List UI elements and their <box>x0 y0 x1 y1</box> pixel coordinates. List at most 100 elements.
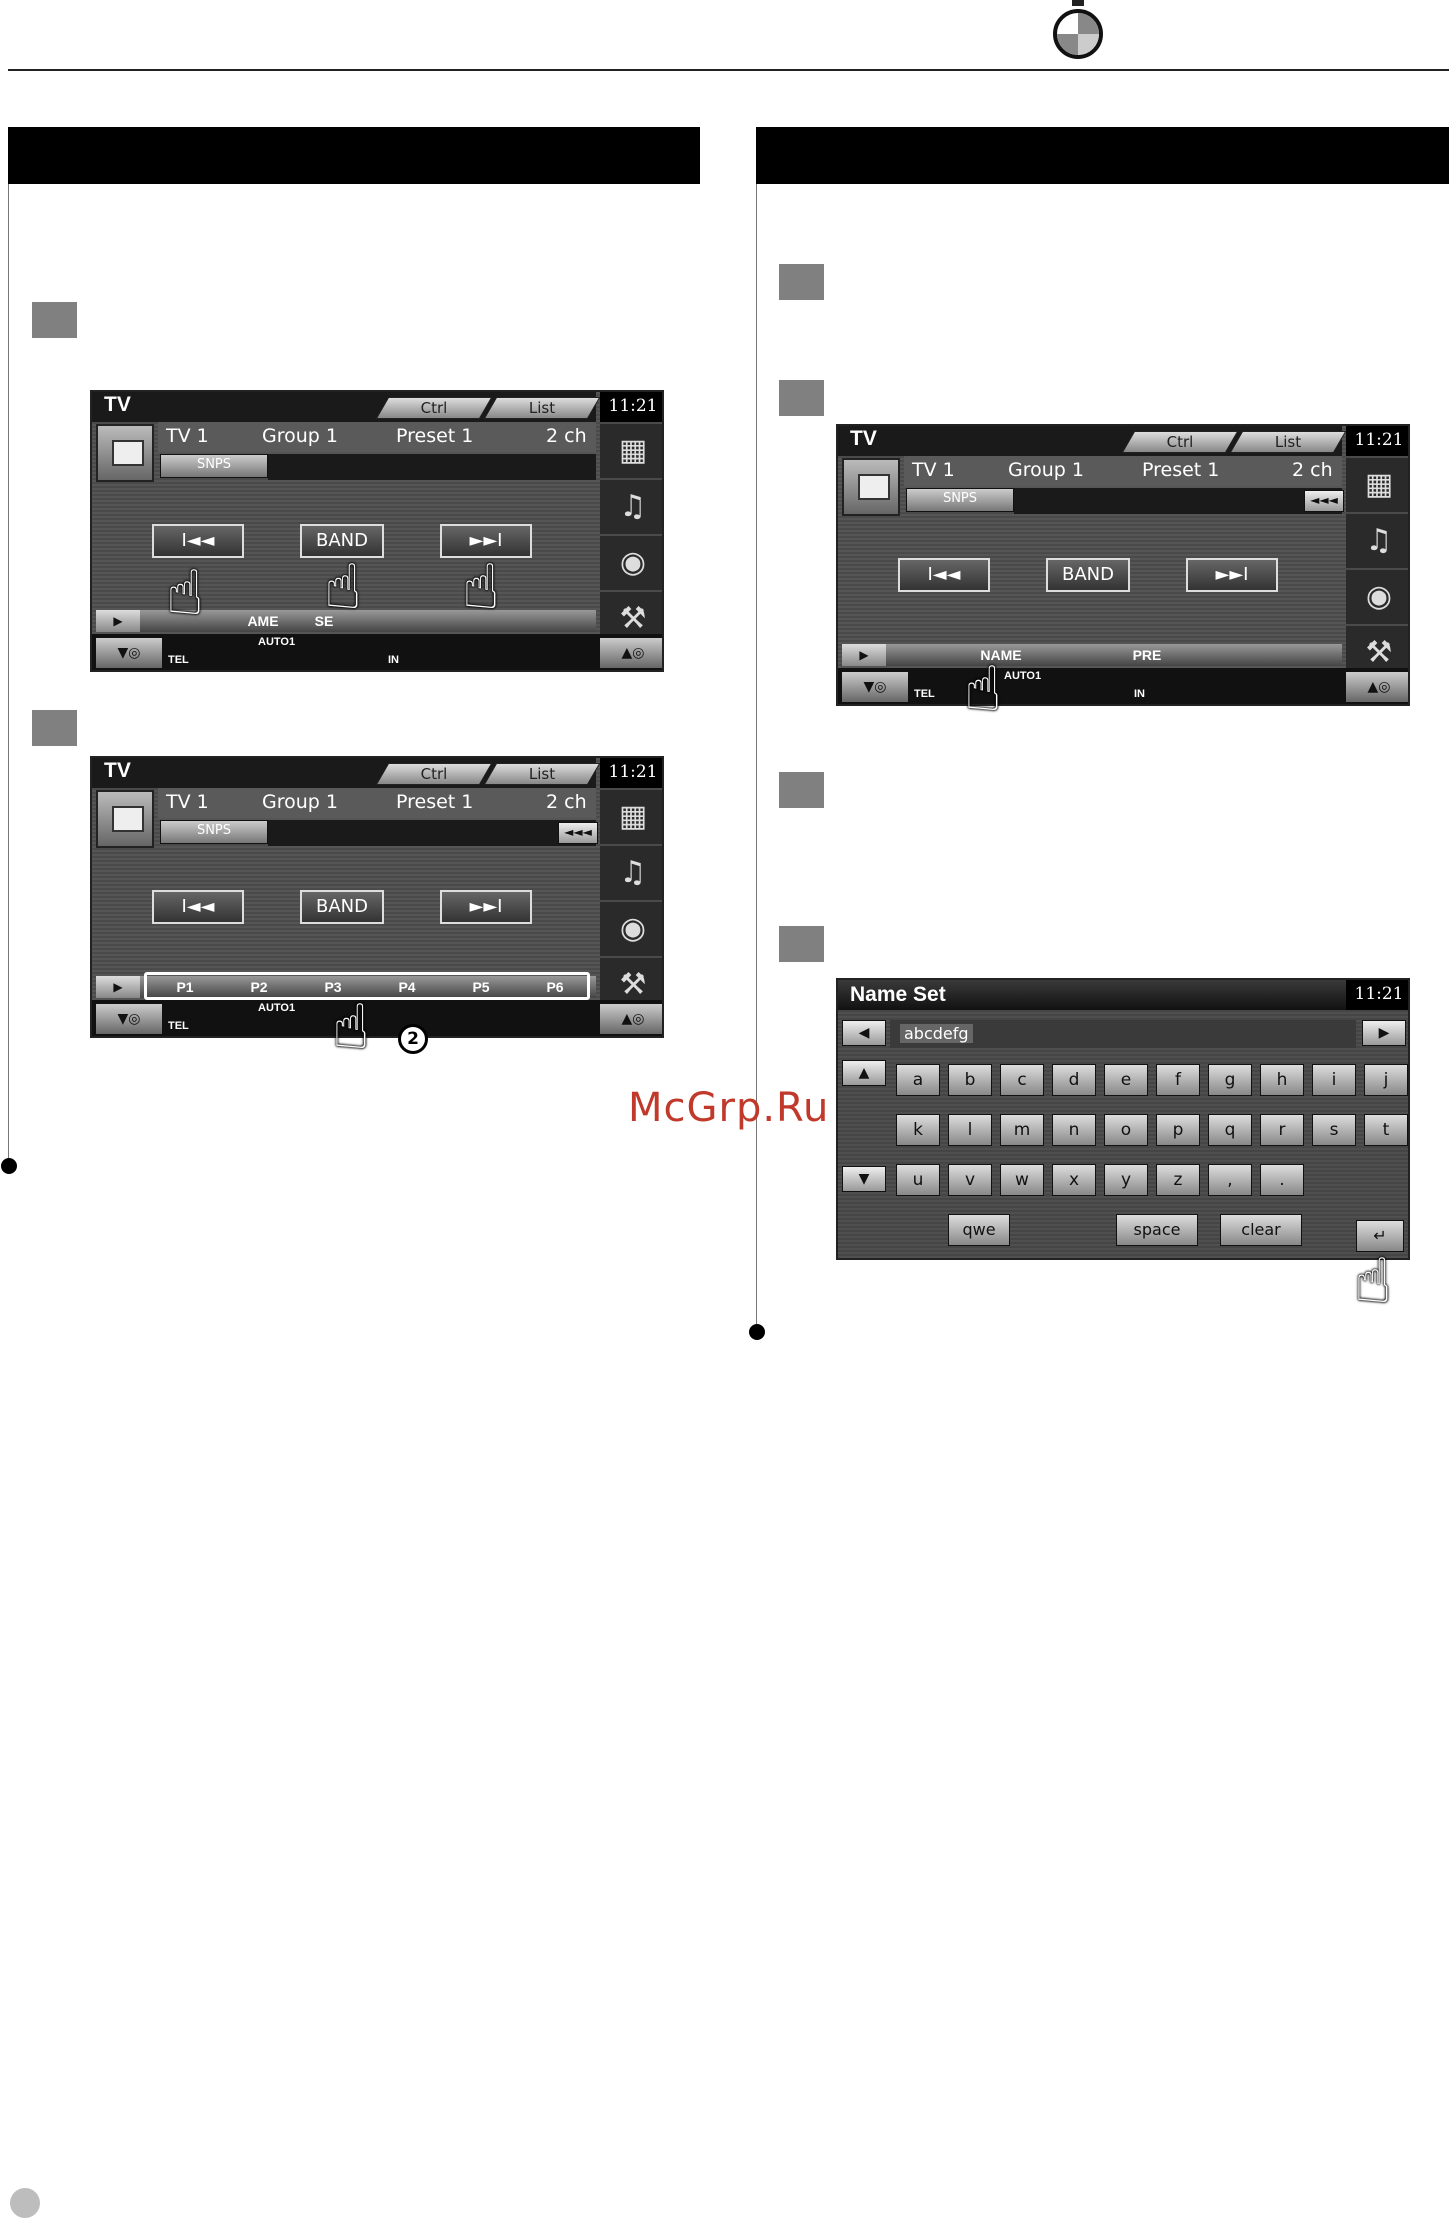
key[interactable]: . <box>1260 1164 1304 1196</box>
key[interactable]: e <box>1104 1064 1148 1096</box>
band-button[interactable]: BAND <box>300 524 384 558</box>
enter-return-icon[interactable]: ↵ <box>1356 1220 1404 1252</box>
left-section-rule <box>8 184 9 1164</box>
key[interactable]: d <box>1052 1064 1096 1096</box>
pre-button[interactable]: PRE <box>1132 647 1162 663</box>
scroll-up-button[interactable]: ▲◎ <box>600 638 662 668</box>
func-item[interactable]: SE <box>314 613 334 629</box>
speaker-icon[interactable]: ◉ <box>600 536 662 590</box>
clock: 11:21 <box>1346 426 1408 456</box>
key[interactable]: s <box>1312 1114 1356 1146</box>
menu-grid-icon[interactable]: ▦ <box>600 790 662 844</box>
key[interactable]: r <box>1260 1114 1304 1146</box>
func-item[interactable]: AME <box>247 613 279 629</box>
key[interactable]: v <box>948 1164 992 1196</box>
preset-p3[interactable]: P3 <box>324 979 342 995</box>
preset-p5[interactable]: P5 <box>472 979 490 995</box>
prev-button[interactable]: I◄◄ <box>152 524 244 558</box>
key[interactable]: o <box>1104 1114 1148 1146</box>
key[interactable]: h <box>1260 1064 1304 1096</box>
tab-ctrl[interactable]: Ctrl <box>375 397 493 419</box>
play-icon[interactable]: ▶ <box>96 610 140 632</box>
music-icon[interactable]: ♫ <box>600 480 662 534</box>
qwe-button[interactable]: qwe <box>948 1214 1010 1246</box>
clear-button[interactable]: clear <box>1220 1214 1302 1246</box>
preset-p6[interactable]: P6 <box>546 979 564 995</box>
band-button[interactable]: BAND <box>1046 558 1130 592</box>
right-section-header <box>756 127 1449 184</box>
rewind-button[interactable]: ◄◄◄ <box>558 822 598 844</box>
clock: 11:21 <box>600 758 662 788</box>
menu-grid-icon[interactable]: ▦ <box>600 424 662 478</box>
tel-label: TEL <box>168 1020 189 1032</box>
prev-button[interactable]: I◄◄ <box>898 558 990 592</box>
name-input[interactable]: abcdefg <box>890 1020 1356 1048</box>
touch-hand-icon: ☝ <box>324 550 362 623</box>
scroll-up-button[interactable]: ▲◎ <box>1346 672 1408 702</box>
next-button[interactable]: ►►I <box>1186 558 1278 592</box>
key[interactable]: n <box>1052 1114 1096 1146</box>
key[interactable]: k <box>896 1114 940 1146</box>
cursor-left-button[interactable]: ◀ <box>842 1020 886 1046</box>
tab-ctrl[interactable]: Ctrl <box>1121 431 1239 453</box>
snps-button[interactable]: SNPS <box>160 820 268 844</box>
source-icon[interactable] <box>842 458 900 516</box>
key[interactable]: q <box>1208 1114 1252 1146</box>
play-icon[interactable]: ▶ <box>96 976 140 998</box>
tab-list[interactable]: List <box>1229 431 1347 453</box>
key[interactable]: m <box>1000 1114 1044 1146</box>
speaker-icon[interactable]: ◉ <box>600 902 662 956</box>
key[interactable]: w <box>1000 1164 1044 1196</box>
clock: 11:21 <box>1346 980 1408 1010</box>
touch-hand-icon: ☝ <box>332 990 370 1063</box>
preset-p2[interactable]: P2 <box>250 979 268 995</box>
scroll-down-button[interactable]: ▼◎ <box>96 1004 162 1034</box>
key[interactable]: , <box>1208 1164 1252 1196</box>
menu-grid-icon[interactable]: ▦ <box>1346 458 1408 512</box>
source-icon[interactable] <box>96 790 154 848</box>
touch-hand-icon: ☝ <box>964 652 1002 725</box>
key[interactable]: l <box>948 1114 992 1146</box>
next-button[interactable]: ►►I <box>440 524 532 558</box>
key[interactable]: c <box>1000 1064 1044 1096</box>
key[interactable]: p <box>1156 1114 1200 1146</box>
speaker-icon[interactable]: ◉ <box>1346 570 1408 624</box>
space-button[interactable]: space <box>1116 1214 1198 1246</box>
key[interactable]: i <box>1312 1064 1356 1096</box>
prev-button[interactable]: I◄◄ <box>152 890 244 924</box>
preset-p4[interactable]: P4 <box>398 979 416 995</box>
key[interactable]: b <box>948 1064 992 1096</box>
scroll-down-button[interactable]: ▼ <box>842 1166 886 1192</box>
key[interactable]: a <box>896 1064 940 1096</box>
key[interactable]: t <box>1364 1114 1408 1146</box>
key[interactable]: x <box>1052 1164 1096 1196</box>
name-button[interactable]: NAME <box>980 647 1022 663</box>
key[interactable]: g <box>1208 1064 1252 1096</box>
tab-ctrl[interactable]: Ctrl <box>375 763 493 785</box>
scroll-down-button[interactable]: ▼◎ <box>842 672 908 702</box>
source-icon[interactable] <box>96 424 154 482</box>
name-set-screen: Name Set 11:21 ◀ abcdefg ▶ ▲ ▼ a b c d e… <box>836 978 1410 1260</box>
snps-button[interactable]: SNPS <box>160 454 268 478</box>
music-icon[interactable]: ♫ <box>1346 514 1408 568</box>
rewind-button[interactable]: ◄◄◄ <box>1304 490 1344 512</box>
next-button[interactable]: ►►I <box>440 890 532 924</box>
music-icon[interactable]: ♫ <box>600 846 662 900</box>
tab-list[interactable]: List <box>483 397 601 419</box>
tab-list[interactable]: List <box>483 763 601 785</box>
key[interactable]: j <box>1364 1064 1408 1096</box>
key[interactable]: y <box>1104 1164 1148 1196</box>
preset-p1[interactable]: P1 <box>176 979 194 995</box>
snps-button[interactable]: SNPS <box>906 488 1014 512</box>
band-button[interactable]: BAND <box>300 890 384 924</box>
scroll-down-button[interactable]: ▼◎ <box>96 638 162 668</box>
cursor-right-button[interactable]: ▶ <box>1362 1020 1406 1046</box>
play-icon[interactable]: ▶ <box>842 644 886 666</box>
key[interactable]: z <box>1156 1164 1200 1196</box>
in-label: IN <box>1134 688 1145 700</box>
key[interactable]: u <box>896 1164 940 1196</box>
key[interactable]: f <box>1156 1064 1200 1096</box>
scroll-up-button[interactable]: ▲ <box>842 1060 886 1086</box>
scroll-up-button[interactable]: ▲◎ <box>600 1004 662 1034</box>
auto-label: AUTO1 <box>258 1002 296 1014</box>
